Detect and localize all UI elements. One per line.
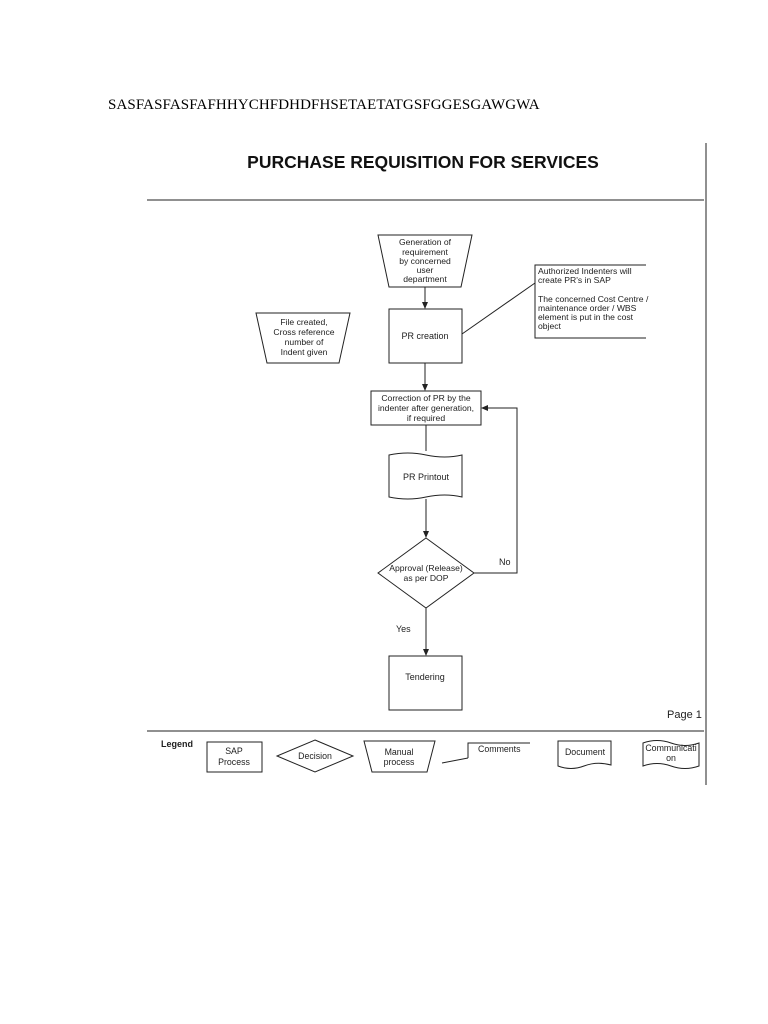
legend: Legend SAP Process Decision Manual proce… bbox=[161, 739, 700, 773]
legend-decision: Decision bbox=[275, 739, 355, 773]
svg-text:requirement: requirement bbox=[402, 247, 448, 257]
svg-text:indenter after generation,: indenter after generation, bbox=[378, 403, 474, 413]
node-pr-creation: PR creation bbox=[388, 308, 463, 364]
svg-text:Process: Process bbox=[218, 757, 250, 767]
legend-title: Legend bbox=[161, 739, 193, 749]
svg-text:object: object bbox=[538, 321, 562, 331]
svg-text:by concerned: by concerned bbox=[399, 256, 451, 266]
svg-text:number of: number of bbox=[285, 337, 324, 347]
svg-text:Correction of PR by the: Correction of PR by the bbox=[381, 393, 471, 403]
svg-text:PR Printout: PR Printout bbox=[403, 472, 450, 482]
node-generation-of-requirement: Generation of requirement by concerned u… bbox=[377, 234, 473, 288]
svg-text:create PR's in SAP: create PR's in SAP bbox=[538, 275, 611, 285]
svg-text:Comments: Comments bbox=[478, 744, 521, 754]
legend-manual-process: Manual process bbox=[363, 740, 436, 773]
svg-text:Generation of: Generation of bbox=[399, 237, 452, 247]
svg-text:user: user bbox=[417, 265, 434, 275]
note-authorized-indenters: Authorized Indenters will create PR's in… bbox=[461, 264, 649, 339]
node-file-created: File created, Cross reference number of … bbox=[255, 312, 351, 364]
svg-text:PR creation: PR creation bbox=[401, 331, 448, 341]
edge-label-yes: Yes bbox=[396, 624, 411, 634]
node-correction-of-pr: Correction of PR by the indenter after g… bbox=[370, 390, 482, 426]
svg-text:if required: if required bbox=[407, 413, 445, 423]
arrowhead bbox=[423, 531, 429, 538]
svg-text:SAP: SAP bbox=[225, 746, 243, 756]
svg-text:Manual: Manual bbox=[385, 747, 414, 757]
flow-connectors bbox=[422, 287, 518, 656]
header-text: SASFASFASFAFHHYCHFDHDFHSETAETATGSFGGESGA… bbox=[108, 97, 540, 113]
legend-communication: Communicati on bbox=[642, 740, 700, 769]
svg-text:as per DOP: as per DOP bbox=[404, 573, 449, 583]
page-label: Page 1 bbox=[667, 709, 702, 721]
legend-sap-process: SAP Process bbox=[206, 741, 263, 773]
edge-label-no: No bbox=[499, 557, 511, 567]
svg-text:Document: Document bbox=[565, 747, 606, 757]
svg-text:on: on bbox=[666, 753, 676, 763]
svg-text:maintenance order / WBS: maintenance order / WBS bbox=[538, 303, 637, 313]
arrowhead bbox=[423, 649, 429, 656]
svg-text:department: department bbox=[403, 274, 447, 284]
svg-text:Approval (Release): Approval (Release) bbox=[389, 563, 463, 573]
svg-text:Communicati: Communicati bbox=[645, 743, 696, 753]
node-tendering: Tendering bbox=[388, 655, 463, 711]
legend-comments: Comments bbox=[441, 742, 530, 764]
svg-text:Decision: Decision bbox=[298, 751, 332, 761]
svg-text:The concerned Cost Centre /: The concerned Cost Centre / bbox=[538, 294, 649, 304]
svg-text:process: process bbox=[384, 757, 415, 767]
diagram-title: PURCHASE REQUISITION FOR SERVICES bbox=[247, 152, 599, 172]
svg-text:File created,: File created, bbox=[280, 317, 327, 327]
svg-text:Authorized Indenters will: Authorized Indenters will bbox=[538, 266, 632, 276]
svg-text:Cross reference: Cross reference bbox=[273, 327, 334, 337]
svg-text:Indent given: Indent given bbox=[281, 347, 328, 357]
node-approval-decision: Approval (Release) as per DOP bbox=[377, 537, 475, 609]
arrowhead bbox=[422, 384, 428, 391]
svg-text:element is put in the cost: element is put in the cost bbox=[538, 312, 634, 322]
legend-document: Document bbox=[557, 740, 612, 769]
node-pr-printout: PR Printout bbox=[388, 452, 463, 500]
arrowhead bbox=[422, 302, 428, 309]
arrowhead bbox=[481, 405, 488, 411]
svg-text:Tendering: Tendering bbox=[405, 672, 445, 682]
